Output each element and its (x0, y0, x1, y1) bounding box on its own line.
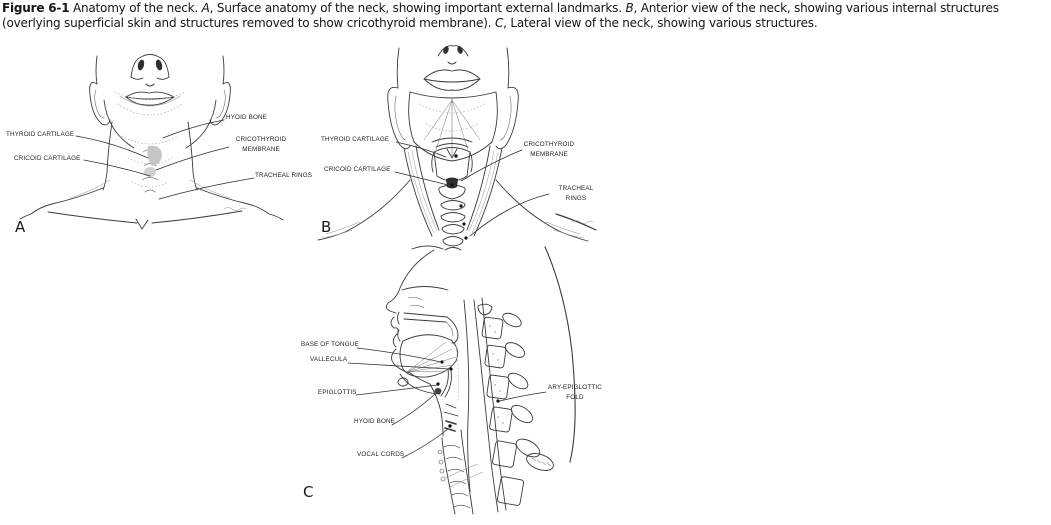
figure-c-leader-lines (347, 347, 547, 459)
label-c-hyoid-bone: HYOID BONE (354, 418, 396, 425)
label-a-thyroid-cartilage: THYROID CARTILAGE (6, 131, 75, 138)
caption-letter-a: A (201, 1, 210, 15)
label-b-cricoid-cartilage: CRICOID CARTILAGE (324, 166, 391, 173)
caption-seg-3: , Surface anatomy of the neck, showing i… (209, 1, 626, 15)
label-b-cricothyroid-membrane: CRICOTHYROID MEMBRANE (523, 141, 575, 158)
label-b-tracheal-rings: TRACHEAL RINGS (558, 185, 594, 202)
label-b-thyroid-cartilage: THYROID CARTILAGE (321, 136, 390, 143)
label-a-tracheal-rings: TRACHEAL RINGS (255, 172, 313, 179)
panel-letter-b: B (321, 218, 332, 236)
label-a-cricothyroid-membrane: CRICOTHYROID MEMBRANE (235, 136, 287, 153)
panel-letter-a: A (15, 218, 26, 236)
figure-a-leader-lines (75, 119, 255, 200)
figure-a-drawing (19, 54, 284, 230)
figure-b-leader-lines (394, 141, 550, 237)
caption-letter-b: B (625, 1, 634, 15)
artist-signature-b (571, 220, 594, 224)
label-a-hyoid-bone: HYOID BONE (226, 114, 268, 121)
label-c-vocal-cords: VOCAL CORDS (357, 451, 405, 458)
figure-caption: Figure 6-1 Anatomy of the neck. A, Surfa… (2, 1, 1049, 31)
label-a-cricoid-cartilage: CRICOID CARTILAGE (14, 155, 81, 162)
label-c-vallecula: VALLECULA (310, 356, 348, 363)
label-c-epiglottis: EPIGLOTTIS (318, 389, 357, 396)
figure-b-drawing (317, 45, 597, 251)
panel-letter-c: C (303, 483, 314, 501)
caption-seg-1: Anatomy of the neck. (69, 1, 202, 15)
label-c-base-of-tongue: BASE OF TONGUE (301, 341, 359, 348)
caption-seg-5: , Anterior view of the neck, showing var… (2, 1, 999, 30)
caption-letter-c: C (494, 16, 504, 30)
label-c-ary-epiglottic-fold: ARY-EPIGLOTTIC FOLD (548, 384, 602, 401)
figure-c-drawing (347, 245, 576, 515)
caption-figure-number: Figure 6-1 (2, 1, 70, 15)
caption-seg-7: , Lateral view of the neck, showing vari… (503, 16, 818, 30)
artist-signature-a (223, 207, 247, 211)
